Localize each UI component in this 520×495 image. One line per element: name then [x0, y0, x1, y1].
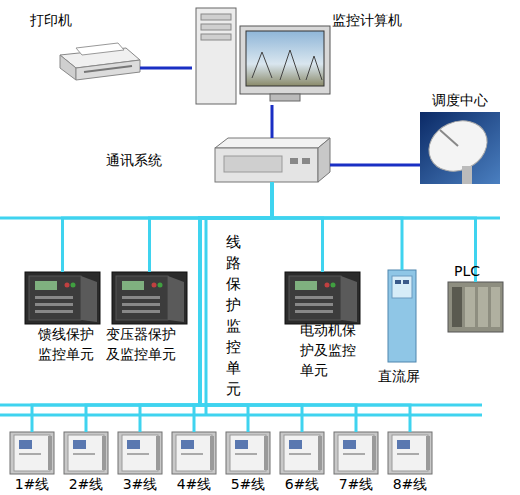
dc-cabinet-node: 直流屏 — [388, 270, 416, 362]
dish-background — [420, 112, 500, 184]
node-label: 2#线 — [60, 474, 112, 494]
node-label: 6#线 — [276, 474, 328, 494]
feeder-cabinet-node: 3#线 — [118, 432, 162, 474]
node-label: 8#线 — [384, 474, 436, 494]
drive-bay — [201, 34, 231, 40]
feeder-cabinet-icon — [334, 432, 378, 474]
connector — [330, 164, 420, 167]
connector — [272, 182, 323, 272]
cabinet-meter — [395, 280, 401, 284]
communication-unit-icon — [215, 138, 330, 182]
node-label: 调度中心 — [432, 90, 502, 110]
drive-bay — [201, 24, 231, 30]
connector — [272, 182, 476, 282]
computer-node: 监控计算机 — [192, 5, 332, 105]
monitor-screen — [246, 31, 324, 86]
feeder-cabinet-icon — [10, 432, 54, 474]
plc-module — [452, 287, 462, 327]
unit-label: 线路保护监控单元 — [224, 232, 242, 400]
screen-pylons — [252, 50, 322, 80]
feeder-cabinet-node: 1#线 — [10, 432, 54, 474]
relay-node: 馈线保护监控单元 — [25, 272, 100, 324]
node-label: 1#线 — [6, 474, 58, 494]
node-label: 7#线 — [330, 474, 382, 494]
comm-side — [318, 138, 330, 182]
feeder-cabinet-node: 2#线 — [64, 432, 108, 474]
dish-feed — [440, 130, 458, 146]
node-label: PLC — [454, 261, 494, 281]
connector — [140, 67, 192, 70]
node-label: 直流屏 — [378, 366, 428, 386]
node-label: 3#线 — [114, 474, 166, 494]
feeder-cabinet-icon — [172, 432, 216, 474]
dish-mount — [462, 166, 472, 184]
feeder-cabinet-icon — [64, 432, 108, 474]
computer-tower — [196, 8, 236, 104]
feeder-cabinet-icon — [280, 432, 324, 474]
vertical-bus — [205, 218, 208, 415]
printer-slot — [84, 66, 132, 72]
feeder-cabinet-node: 8#线 — [388, 432, 432, 474]
relay-icon — [25, 272, 100, 324]
plc-icon — [448, 282, 503, 332]
comm-led — [302, 158, 310, 164]
printer-node: 打印机 — [58, 38, 140, 80]
drive-bay — [201, 14, 231, 20]
dish — [421, 112, 496, 181]
node-label: 监控计算机 — [332, 10, 422, 30]
printer-side — [60, 55, 76, 80]
feeder-cabinet-node: 6#线 — [280, 432, 324, 474]
relay-icon — [112, 272, 187, 324]
connector — [272, 182, 402, 270]
relay-node: 电动机保护及监控单元 — [285, 272, 360, 324]
cabinet-meter — [403, 280, 409, 284]
computer-icon — [196, 8, 330, 104]
plc-node: PLC — [448, 282, 503, 332]
printer-icon — [60, 43, 140, 80]
connector — [271, 105, 274, 138]
monitor — [240, 26, 330, 94]
node-label: 通讯系统 — [106, 150, 176, 170]
connector — [150, 182, 273, 272]
feeder-cabinet-node: 5#线 — [226, 432, 270, 474]
node-label: 4#线 — [168, 474, 220, 494]
node-label: 5#线 — [222, 474, 274, 494]
comm-panel — [224, 156, 282, 172]
comm-front — [215, 148, 318, 182]
plc-module — [491, 287, 500, 327]
node-label: 电动机保护及监控单元 — [300, 320, 360, 380]
relay-node: 变压器保护及监控单元 — [112, 272, 187, 324]
plc-rack — [448, 282, 503, 332]
node-label: 打印机 — [30, 10, 90, 30]
feeder-cabinet-node: 7#线 — [334, 432, 378, 474]
cabinet-panel — [392, 276, 412, 298]
dc-cabinet-icon — [388, 270, 416, 362]
plc-module — [465, 287, 475, 327]
relay-icon — [285, 272, 360, 324]
satellite-dish-icon — [420, 112, 500, 184]
node-label: 馈线保护监控单元 — [38, 324, 98, 364]
plc-module — [478, 287, 488, 327]
comm-node: 通讯系统 — [215, 138, 330, 182]
feeder-cabinet-icon — [388, 432, 432, 474]
comm-top — [215, 138, 330, 148]
cabinet-body — [388, 270, 416, 362]
feeder-cabinet-icon — [118, 432, 162, 474]
comm-led — [290, 158, 298, 164]
node-label: 变压器保护及监控单元 — [106, 324, 180, 364]
feeder-cabinet-icon — [226, 432, 270, 474]
printer-paper — [76, 43, 124, 55]
feeder-cabinet-node: 4#线 — [172, 432, 216, 474]
dispatch-node: 调度中心 — [420, 112, 500, 184]
monitor-stand — [270, 94, 300, 101]
connector — [200, 182, 410, 432]
printer-front — [76, 60, 140, 80]
